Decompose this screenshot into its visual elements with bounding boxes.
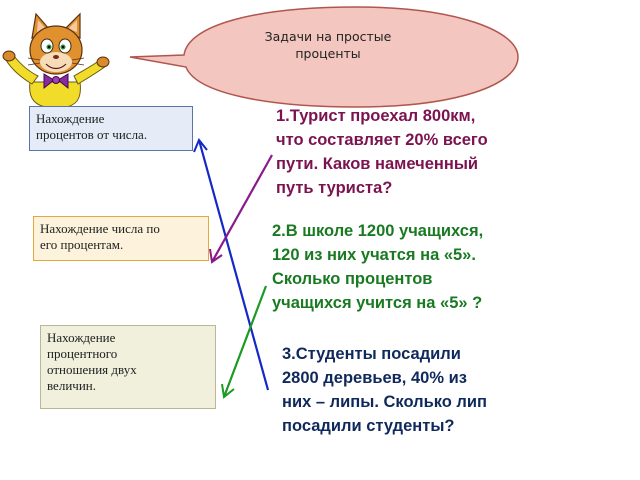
arrow-purple [211, 154, 273, 263]
task-2-line-2: 120 из них учатся на «5». [272, 246, 476, 264]
bubble-title-line-1: Задачи на простые [264, 29, 392, 44]
task-1-line-4: путь туриста? [276, 179, 393, 197]
category-box-3-line-3: отношения двух [47, 362, 137, 377]
task-3-line-2: 2800 деревьев, 40% из [282, 369, 467, 387]
category-box-2-line-1: Нахождение числа по [40, 221, 160, 236]
bubble-title: Задачи на простые проценты [218, 28, 438, 62]
category-box-percent-of-number: Нахождение процентов от числа. [29, 106, 193, 151]
task-3-line-1: 3.Студенты посадили [282, 345, 461, 363]
category-box-percent-ratio: Нахождение процентного отношения двух ве… [40, 325, 216, 409]
speech-bubble [129, 6, 519, 108]
arrow-green-head [221, 383, 235, 399]
category-box-1-line-2: процентов от числа. [36, 127, 148, 142]
task-2-text: 2.В школе 1200 учащихся, 120 из них учат… [272, 219, 572, 315]
task-1-line-3: пути. Каков намеченный [276, 155, 479, 173]
task-2-line-1: 2.В школе 1200 учащихся, [272, 222, 484, 240]
category-box-3-line-1: Нахождение [47, 330, 116, 345]
arrow-blue-head [193, 138, 208, 153]
task-2-line-3: Сколько процентов [272, 270, 433, 288]
bubble-title-line-2: проценты [295, 46, 361, 61]
arrow-blue [197, 139, 270, 391]
task-1-text: 1.Турист проехал 800км, что составляет 2… [276, 104, 576, 200]
arrow-purple-head [209, 248, 223, 264]
category-box-number-by-percent: Нахождение числа по его процентам. [33, 216, 209, 261]
arrow-green [222, 285, 268, 398]
category-box-3-line-4: величин. [47, 378, 96, 393]
task-1-line-1: 1.Турист проехал 800км, [276, 107, 476, 125]
category-box-2-line-2: его процентам. [40, 237, 124, 252]
cartoon-cat-icon [2, 12, 110, 108]
task-3-text: 3.Студенты посадили 2800 деревьев, 40% и… [282, 342, 542, 438]
task-2-line-4: учащихся учится на «5» ? [272, 294, 483, 312]
task-1-line-2: что составляет 20% всего [276, 131, 488, 149]
task-3-line-3: них – липы. Сколько лип [282, 393, 488, 411]
category-box-3-line-2: процентного [47, 346, 118, 361]
task-3-line-4: посадили студенты? [282, 417, 455, 435]
category-box-1-line-1: Нахождение [36, 111, 105, 126]
